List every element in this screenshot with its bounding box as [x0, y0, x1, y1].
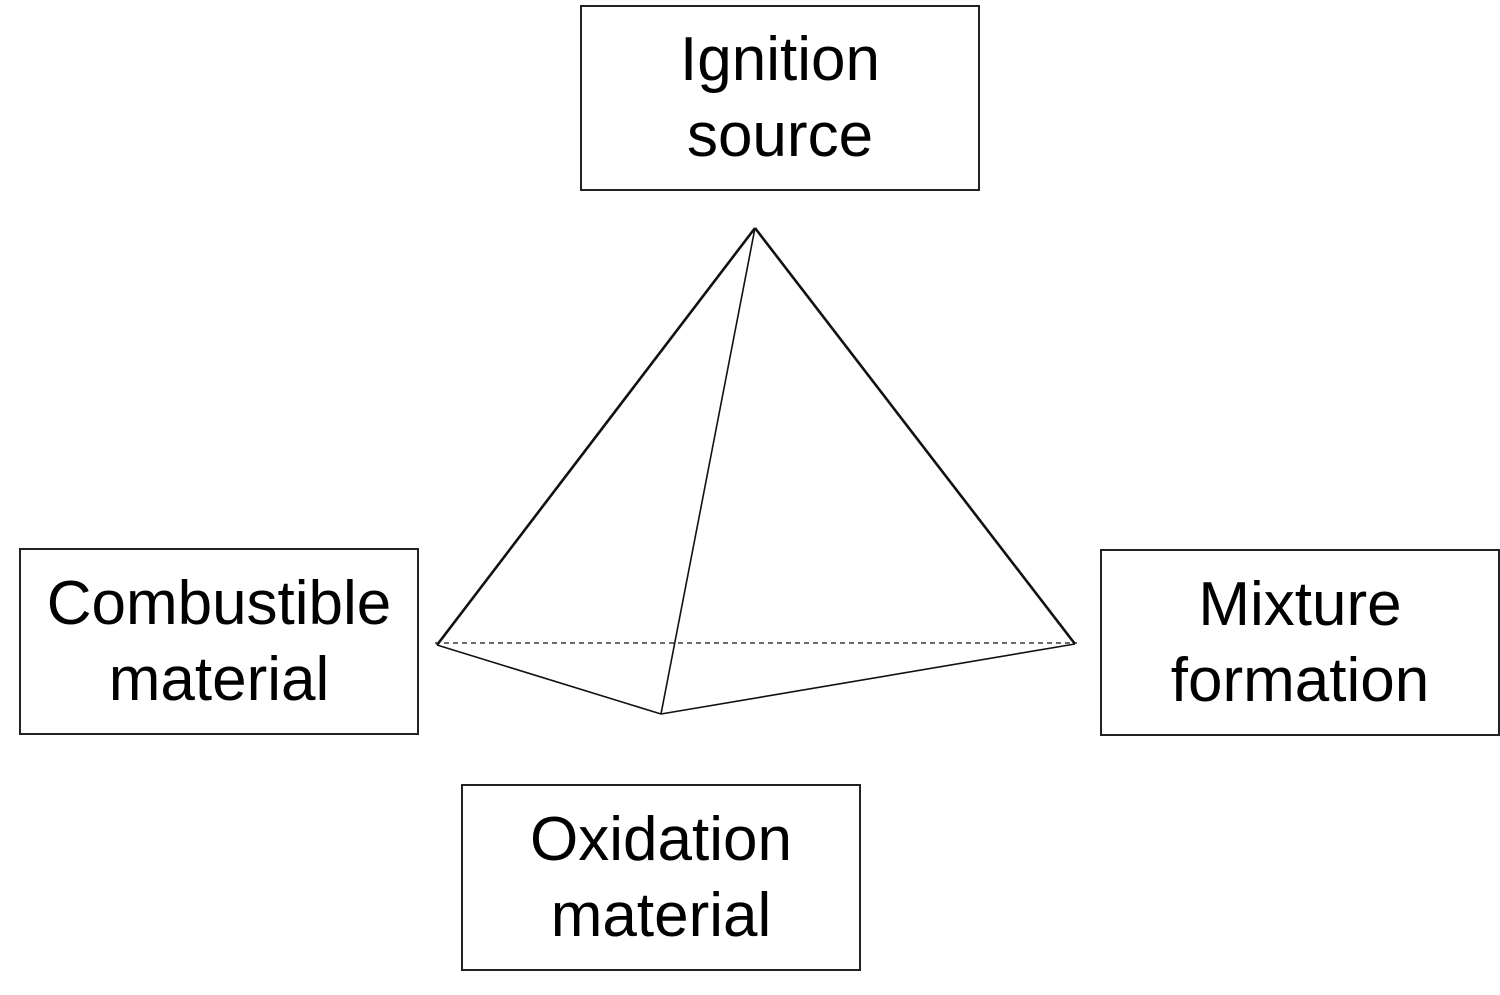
tetrahedron-edge-right-front — [660, 643, 1076, 715]
node-mixture-line2: formation — [1170, 645, 1430, 715]
node-ignition-source: Ignition source — [580, 5, 980, 191]
tetrahedron-edge-apex-right — [753, 227, 1077, 645]
node-mixture-line1: Mixture — [1198, 569, 1402, 639]
tetrahedron-edge-apex-front — [660, 227, 756, 715]
node-oxidation-material: Oxidation material — [461, 784, 861, 971]
node-combustible-line1: Combustible — [46, 568, 392, 638]
node-combustible-material: Combustible material — [19, 548, 419, 735]
node-ignition-line2: source — [686, 101, 874, 170]
node-mixture-formation: Mixture formation — [1100, 549, 1500, 736]
node-oxidation-line1: Oxidation — [530, 804, 792, 874]
tetrahedron-edge-left-front — [436, 644, 662, 715]
tetrahedron-edge-apex-left — [435, 227, 757, 646]
node-ignition-line1: Ignition — [680, 25, 880, 94]
node-combustible-line2: material — [108, 644, 330, 714]
node-oxidation-line2: material — [550, 880, 772, 950]
